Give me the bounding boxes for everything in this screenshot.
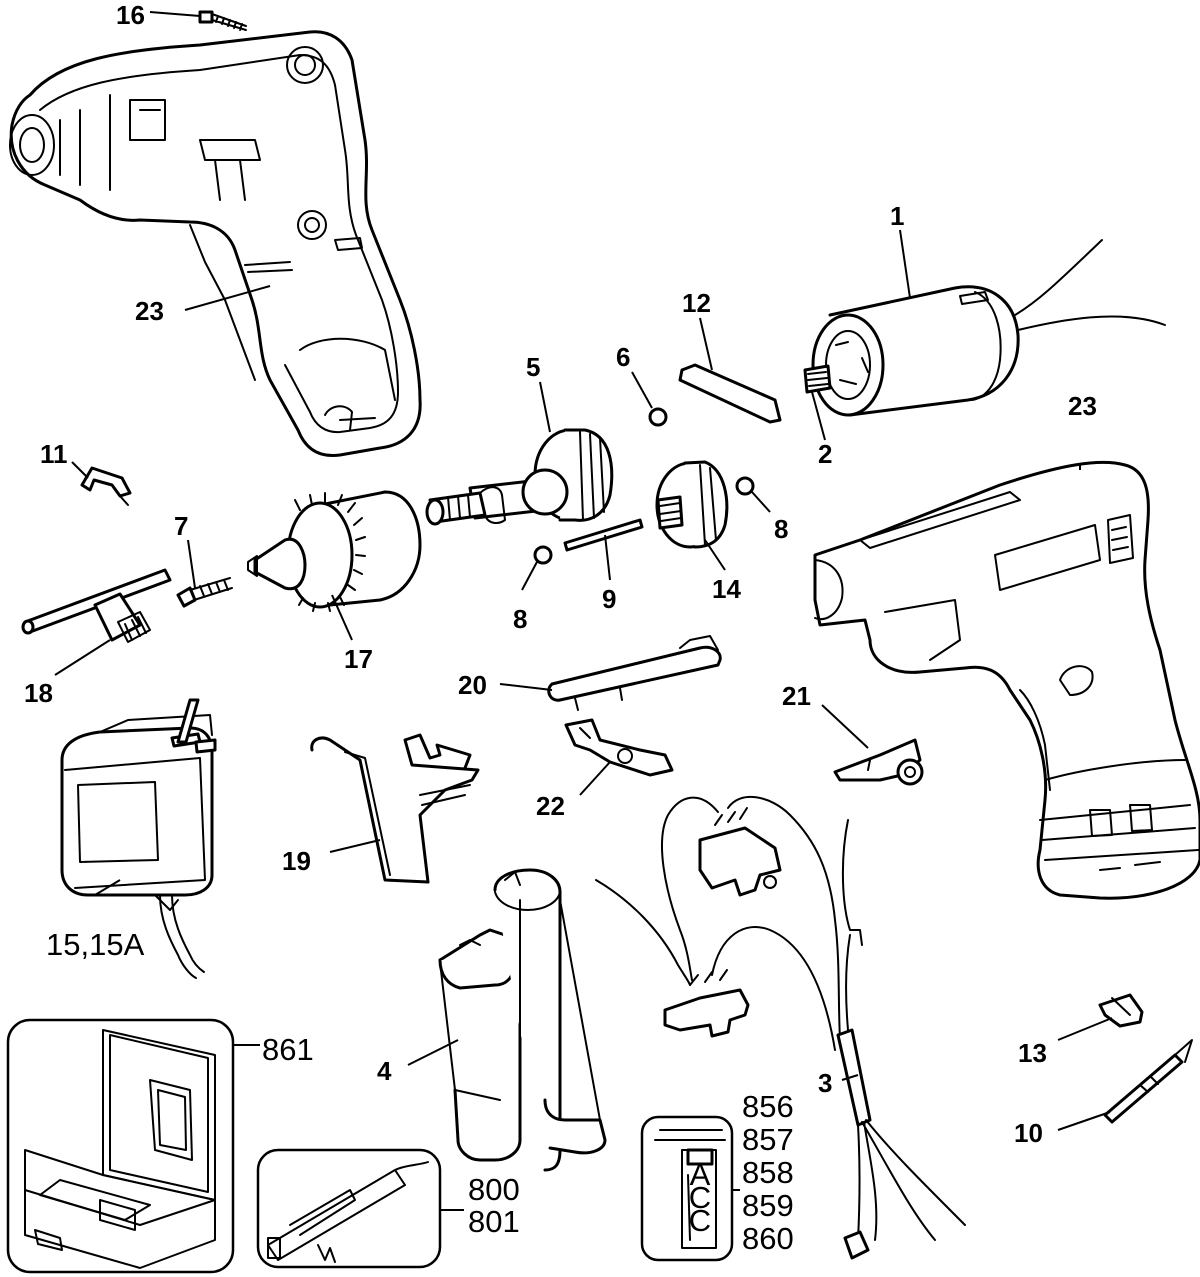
battery-4 [438,868,607,1172]
pinion-2 [803,364,832,394]
switch-part-21 [833,738,924,786]
spindle-gear-5 [425,428,614,526]
label-19: 19 [282,846,311,876]
pin-9 [563,518,644,552]
label-card-letter-a: A [690,1157,711,1192]
bit-10 [1103,1039,1193,1124]
label-859: 859 [742,1188,794,1223]
label-861: 861 [262,1032,314,1067]
chuck-key-18 [21,568,172,643]
label-4: 4 [377,1056,392,1086]
label-15-15a: 15,15A [46,927,145,962]
label-860: 860 [742,1221,794,1256]
label-5: 5 [526,352,540,382]
label-21: 21 [782,681,811,711]
label-18: 18 [24,678,53,708]
ball-6 [648,407,668,427]
label-20: 20 [458,670,487,700]
label-13: 13 [1018,1038,1047,1068]
label-17: 17 [344,644,373,674]
blade-12 [678,363,782,424]
label-23-left: 23 [135,296,164,326]
label-23-right: 23 [1068,391,1097,421]
wiring-harness-3 [595,795,966,1260]
label-2: 2 [818,439,832,469]
switch-part-22 [564,718,674,777]
ball-8-left [533,545,553,565]
label-card-letter-c2: C [689,1203,711,1238]
label-801: 801 [468,1204,520,1239]
label-1: 1 [890,201,904,231]
label-22: 22 [536,791,565,821]
label-8-left: 8 [513,604,527,634]
tool-inset-box [256,1148,442,1269]
label-16: 16 [116,0,145,30]
clip-11 [80,466,132,506]
label-6: 6 [616,342,630,372]
motor-1 [811,239,1166,417]
chuck-17 [247,490,422,612]
label-800: 800 [468,1172,520,1207]
label-14: 14 [712,574,741,604]
screw-16 [198,10,247,31]
label-856: 856 [742,1089,794,1124]
label-10: 10 [1014,1118,1043,1148]
label-3: 3 [818,1068,832,1098]
label-card-inset-box: A C C [640,1115,734,1262]
charger-15 [60,698,217,979]
screw-7 [176,577,233,608]
part-labels: 16 23 1 2 12 6 5 23 11 7 8 8 9 14 17 18 … [24,0,1097,1256]
case-inset-box [6,1018,235,1274]
switch-link-20 [547,635,722,711]
gear-14 [655,460,729,549]
label-8-right: 8 [774,514,788,544]
label-9: 9 [602,584,616,614]
label-12: 12 [682,288,711,318]
ball-8-right [735,476,755,496]
leader-lines [54,11,1113,1211]
right-housing-half [813,460,1200,900]
label-7: 7 [174,511,188,541]
label-11: 11 [40,439,68,469]
label-card-letter-c1: C [689,1180,711,1215]
left-housing-half [9,30,422,458]
label-857: 857 [742,1122,794,1157]
trigger-19 [310,733,480,884]
label-858: 858 [742,1155,794,1190]
